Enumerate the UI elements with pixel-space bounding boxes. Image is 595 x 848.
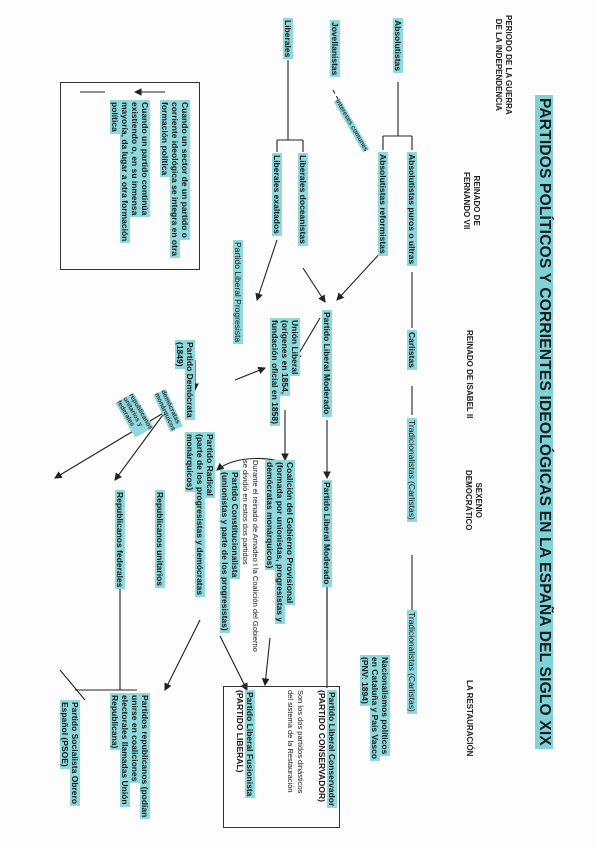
legend-item-continuity: Cuando un partido continúa existiendo o,… <box>110 100 150 244</box>
legend-item-integration: Cuando un sector de un partido o corrien… <box>160 100 190 258</box>
